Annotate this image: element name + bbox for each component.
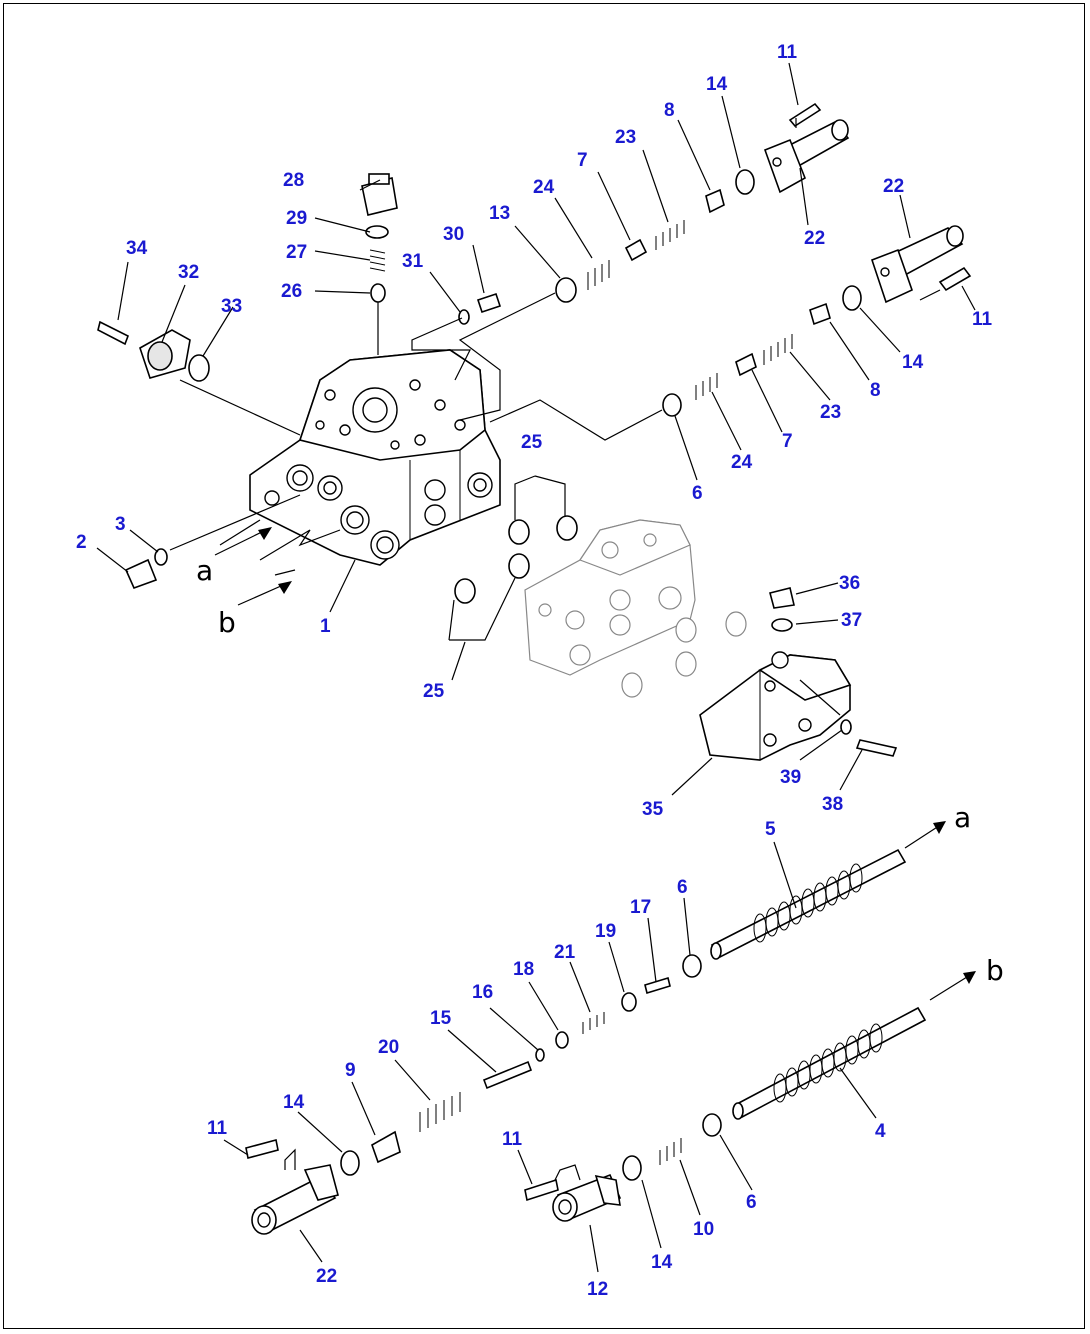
callout-38: 38 (822, 794, 843, 815)
flow-marker-b-spool: b (986, 954, 1004, 987)
callout-15: 15 (430, 1008, 452, 1029)
callout-35: 35 (642, 799, 664, 820)
cap-part-22-bottom (251, 1164, 339, 1235)
leader-lines (96, 62, 976, 1273)
callout-30: 30 (443, 224, 464, 245)
callout-22-bottom: 22 (316, 1266, 337, 1287)
cap-part-12 (552, 1173, 622, 1222)
callout-19: 19 (595, 921, 616, 942)
spool-part-4 (732, 1006, 927, 1120)
callout-24-top: 24 (533, 177, 555, 198)
callout-18: 18 (513, 959, 534, 980)
flow-marker-b-inlet: b (218, 606, 236, 639)
flow-marker-labels: a b a b (196, 554, 1004, 987)
callout-11-top: 11 (777, 42, 798, 63)
callout-16: 16 (472, 982, 493, 1003)
callout-39: 39 (780, 767, 801, 788)
callout-10: 10 (693, 1219, 714, 1240)
callout-numbers: 1 2 3 4 5 6 6 6 7 7 8 8 9 10 11 11 11 11… (76, 42, 993, 1300)
callout-6-mid: 6 (677, 877, 688, 898)
callout-29: 29 (286, 208, 307, 229)
callout-23-top: 23 (615, 127, 636, 148)
small-parts (97, 102, 972, 1202)
callout-14-right: 14 (902, 352, 924, 373)
callout-13: 13 (489, 203, 510, 224)
callout-9: 9 (345, 1060, 356, 1081)
callout-20: 20 (378, 1037, 399, 1058)
callout-26: 26 (281, 281, 302, 302)
callout-32: 32 (178, 262, 199, 283)
callout-2: 2 (76, 532, 87, 553)
callout-1: 1 (320, 616, 331, 637)
callout-25-bottom: 25 (423, 681, 445, 702)
o-rings-part-25 (448, 475, 578, 681)
callout-37: 37 (841, 610, 862, 631)
callout-7-top: 7 (577, 150, 588, 171)
callout-14-bottom-mid: 14 (651, 1252, 673, 1273)
flow-marker-a-spool: a (954, 801, 971, 834)
callout-22-right: 22 (883, 176, 904, 197)
callout-28: 28 (283, 170, 304, 191)
callout-4: 4 (875, 1121, 886, 1142)
callout-22-top: 22 (804, 228, 825, 249)
callout-23-mid: 23 (820, 402, 841, 423)
callout-8-mid: 8 (870, 380, 881, 401)
valve-body-secondary (524, 519, 747, 698)
callout-7-mid: 7 (782, 431, 793, 452)
callout-12: 12 (587, 1279, 608, 1300)
callout-34: 34 (126, 238, 148, 259)
callout-21: 21 (554, 942, 576, 963)
callout-11-bottom-left: 11 (207, 1118, 228, 1139)
callout-36: 36 (839, 573, 860, 594)
callout-8-top: 8 (664, 100, 675, 121)
callout-14-top: 14 (706, 74, 728, 95)
callout-14-bottom-left: 14 (283, 1092, 305, 1113)
valve-body-part-1 (249, 349, 501, 566)
callout-6-lower: 6 (746, 1192, 757, 1213)
cap-part-22-right (870, 225, 964, 304)
callout-24-mid: 24 (731, 452, 753, 473)
callout-6-upper: 6 (692, 483, 703, 504)
cap-part-22-top (763, 119, 850, 194)
callout-11-right: 11 (972, 309, 993, 330)
callout-25-top: 25 (521, 432, 543, 453)
callout-17: 17 (630, 897, 651, 918)
spool-part-5 (710, 848, 907, 960)
callout-11-bottom-mid: 11 (502, 1129, 523, 1150)
cover-part-35 (699, 651, 852, 761)
callout-33: 33 (221, 296, 242, 317)
flow-arrows (214, 527, 976, 1001)
callout-5: 5 (765, 819, 776, 840)
flow-marker-a-inlet: a (196, 554, 213, 587)
callout-31: 31 (402, 251, 424, 272)
callout-3: 3 (115, 514, 126, 535)
diagram-frame (3, 3, 1085, 1329)
callout-27: 27 (286, 242, 307, 263)
